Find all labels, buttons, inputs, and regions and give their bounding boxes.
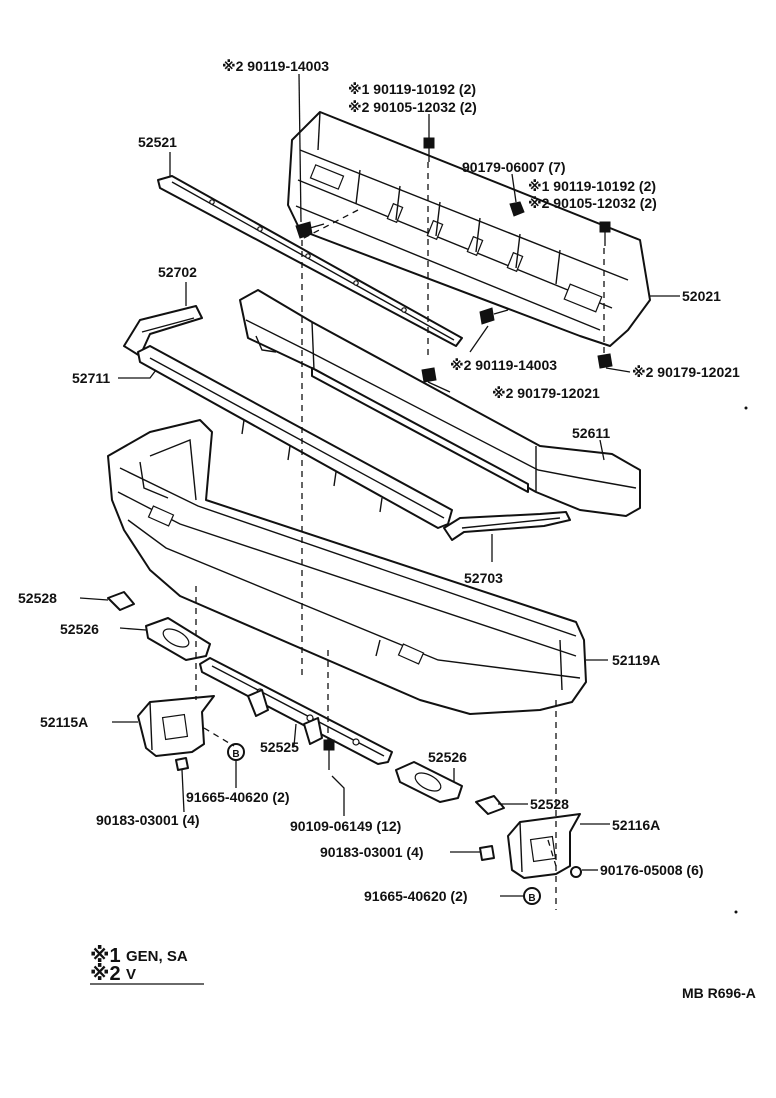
spacer-52528-left [107, 591, 135, 611]
callout-label: 52702 [158, 264, 197, 280]
b-circle-icon: B [523, 887, 541, 905]
callout-label: 90109-06149 (12) [290, 818, 401, 834]
callout-label: 52526 [428, 749, 467, 765]
callout-label: 90183-03001 (4) [96, 812, 200, 828]
callout-label: 90179-06007 (7) [462, 159, 566, 175]
stay-52525 [199, 657, 393, 765]
pad-52526-left [145, 617, 211, 661]
legend: ※1 GEN, SA ※2 V [90, 945, 204, 985]
callout-label: ※2 90105-12032 (2) [528, 195, 657, 211]
alignment-lines [195, 162, 605, 910]
drawing-code: MB R696-A [682, 985, 756, 1001]
retainer-52702 [123, 305, 203, 357]
nut-icon [509, 201, 525, 217]
callout-label: 52528 [530, 796, 569, 812]
bracket-52116a [507, 813, 581, 879]
callout-label: ※1 90119-10192 (2) [348, 81, 476, 97]
callout-label: 52115A [40, 714, 88, 730]
leader-lines [79, 73, 680, 897]
bumper-cover-52119a [107, 419, 587, 715]
pad-52526-right [395, 761, 463, 803]
legend-text-1: GEN, SA [126, 948, 188, 965]
nut-icon [597, 353, 613, 369]
clip-icon [479, 845, 495, 861]
callout-label: 90176-05008 (6) [600, 862, 704, 878]
callout-label: 91665-40620 (2) [186, 789, 290, 805]
bracket-52115a [137, 695, 215, 757]
legend-text-2: V [126, 966, 136, 983]
legend-mark-1: ※1 [90, 945, 121, 967]
legend-mark-2: ※2 [90, 963, 121, 985]
callout-label: 52119A [612, 652, 660, 668]
callout-label: 52528 [18, 590, 57, 606]
spacer-52528-right [475, 795, 505, 815]
callout-label: 52526 [60, 621, 99, 637]
callout-label: ※2 90105-12032 (2) [348, 99, 477, 115]
callout-labels: ※2 90119-14003 ※1 90119-10192 (2) ※2 901… [18, 58, 740, 904]
bolt-icon [295, 221, 325, 239]
svg-text:B: B [528, 893, 535, 904]
callout-label: 52525 [260, 739, 299, 755]
callout-label: 90183-03001 (4) [320, 844, 424, 860]
b-circle-icon: B [227, 743, 245, 761]
bumper-reinforcement-52021 [287, 111, 651, 347]
callout-label: ※1 90119-10192 (2) [528, 178, 656, 194]
callout-label: 52021 [682, 288, 721, 304]
callout-label: 91665-40620 (2) [364, 888, 468, 904]
retainer-52703 [443, 511, 571, 541]
callout-label: ※2 90179-12021 [632, 364, 740, 380]
retainer-52521 [157, 175, 463, 347]
bolt-icon [599, 221, 611, 246]
bolt-icon [323, 739, 335, 770]
bolt-icon [479, 307, 509, 325]
callout-label: 52711 [72, 370, 110, 386]
callout-label: ※2 90119-14003 [450, 357, 557, 373]
nut-icon [421, 367, 437, 383]
svg-text:B: B [232, 749, 239, 760]
callout-label: ※2 90119-14003 [222, 58, 329, 74]
callout-label: 52703 [464, 570, 503, 586]
nut-icon [570, 866, 582, 878]
callout-label: 52116A [612, 817, 660, 833]
retainer-52711 [137, 345, 453, 529]
callout-label: 52521 [138, 134, 177, 150]
clip-icon [175, 757, 189, 771]
bumper-cover-upper-52611 [239, 289, 641, 517]
callout-label: 52611 [572, 425, 610, 441]
callout-label: ※2 90179-12021 [492, 385, 600, 401]
